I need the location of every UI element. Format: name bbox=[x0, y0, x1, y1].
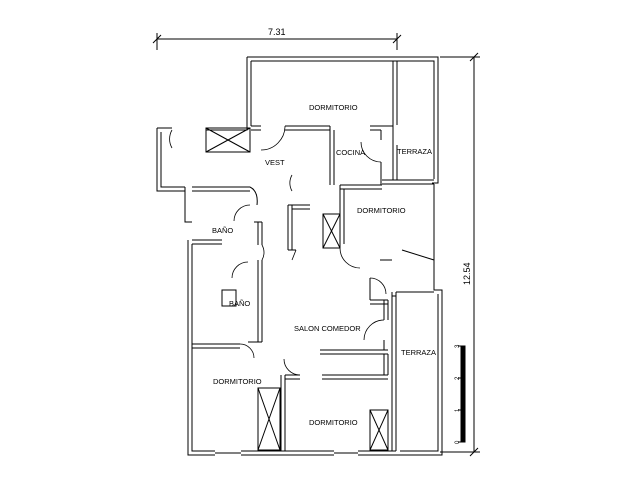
room-label-dormitorio-4: DORMITORIO bbox=[309, 418, 358, 427]
top-dimension-line bbox=[152, 33, 402, 50]
room-label-bano-1: BAÑO bbox=[212, 226, 233, 235]
door-swings bbox=[169, 125, 387, 376]
closets bbox=[205, 127, 389, 451]
scale-tick-3: 3 bbox=[455, 344, 461, 348]
room-label-dormitorio-1: DORMITORIO bbox=[309, 103, 358, 112]
terrace-walls bbox=[382, 61, 434, 451]
room-label-bano-2: BAÑO bbox=[229, 299, 250, 308]
scale-bar bbox=[458, 345, 466, 443]
room-label-terraza-1: TERRAZA bbox=[397, 147, 432, 156]
scale-tick-0: 0 bbox=[455, 440, 461, 444]
scale-tick-2: 2 bbox=[455, 376, 461, 380]
scale-tick-1: 1 bbox=[455, 408, 461, 412]
height-dimension-label: 12.54 bbox=[462, 262, 472, 285]
room-label-dormitorio-2: DORMITORIO bbox=[357, 206, 406, 215]
interior-walls bbox=[192, 125, 435, 451]
width-dimension-label: 7.31 bbox=[268, 27, 286, 37]
room-label-vest: VEST bbox=[265, 158, 285, 167]
room-label-dormitorio-3: DORMITORIO bbox=[213, 377, 262, 386]
room-label-cocina: COCINA bbox=[336, 148, 365, 157]
room-label-terraza-2: TERRAZA bbox=[401, 348, 436, 357]
right-dimension-line bbox=[440, 52, 480, 457]
outer-walls bbox=[156, 56, 443, 456]
room-label-salon: SALON COMEDOR bbox=[294, 324, 361, 333]
